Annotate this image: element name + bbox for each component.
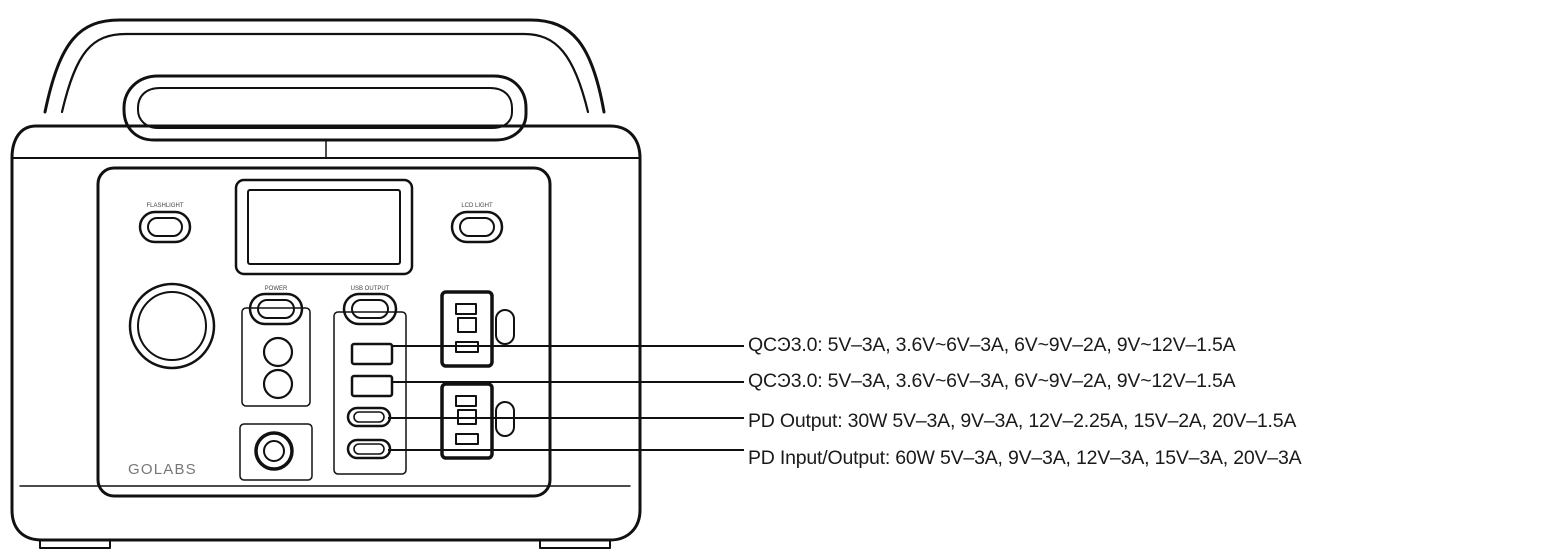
usb-output-label: USB OUTPUT (351, 286, 390, 292)
usb-a-port-2 (350, 374, 394, 398)
usb-c-port-1 (346, 406, 392, 428)
power-button[interactable] (248, 292, 304, 326)
callout-usb-qc-2: QCϿ3.0: 5V–3A, 3.6V~6V–3A, 6V~9V–2A, 9V~… (748, 370, 1236, 392)
brand-logo: GOLABS (128, 461, 197, 478)
lcd-light-button[interactable] (450, 210, 504, 244)
usb-output-button[interactable] (342, 292, 398, 326)
front-panel (96, 166, 552, 498)
callout-pd-output: PD Output: 30W 5V–3A, 9V–3A, 12V–2.25A, … (748, 410, 1297, 432)
lcd-display (234, 178, 414, 276)
foot-right (539, 539, 611, 549)
ac-outlet-2 (440, 382, 515, 460)
usb-c-port-2 (346, 438, 392, 460)
dc-input-port (239, 423, 313, 481)
power-label: POWER (265, 286, 288, 292)
device-body (10, 124, 642, 542)
ac-outlet-1 (440, 290, 515, 368)
callout-pd-input-output: PD Input/Output: 60W 5V–3A, 9V–3A, 12V–3… (748, 447, 1302, 469)
foot-left (39, 539, 111, 549)
lcd-light-label: LCD LIGHT (461, 203, 493, 209)
usb-a-port-1 (350, 342, 394, 366)
usb-port-group (333, 311, 407, 475)
car-socket-port (128, 282, 216, 370)
flashlight-label: FLASHLIGHT (146, 203, 183, 209)
dc-output-group (241, 307, 311, 407)
carry-handle (43, 18, 606, 142)
callout-usb-qc-1: QCϿ3.0: 5V–3A, 3.6V~6V–3A, 6V~9V–2A, 9V~… (748, 334, 1236, 356)
flashlight-button[interactable] (138, 210, 192, 244)
